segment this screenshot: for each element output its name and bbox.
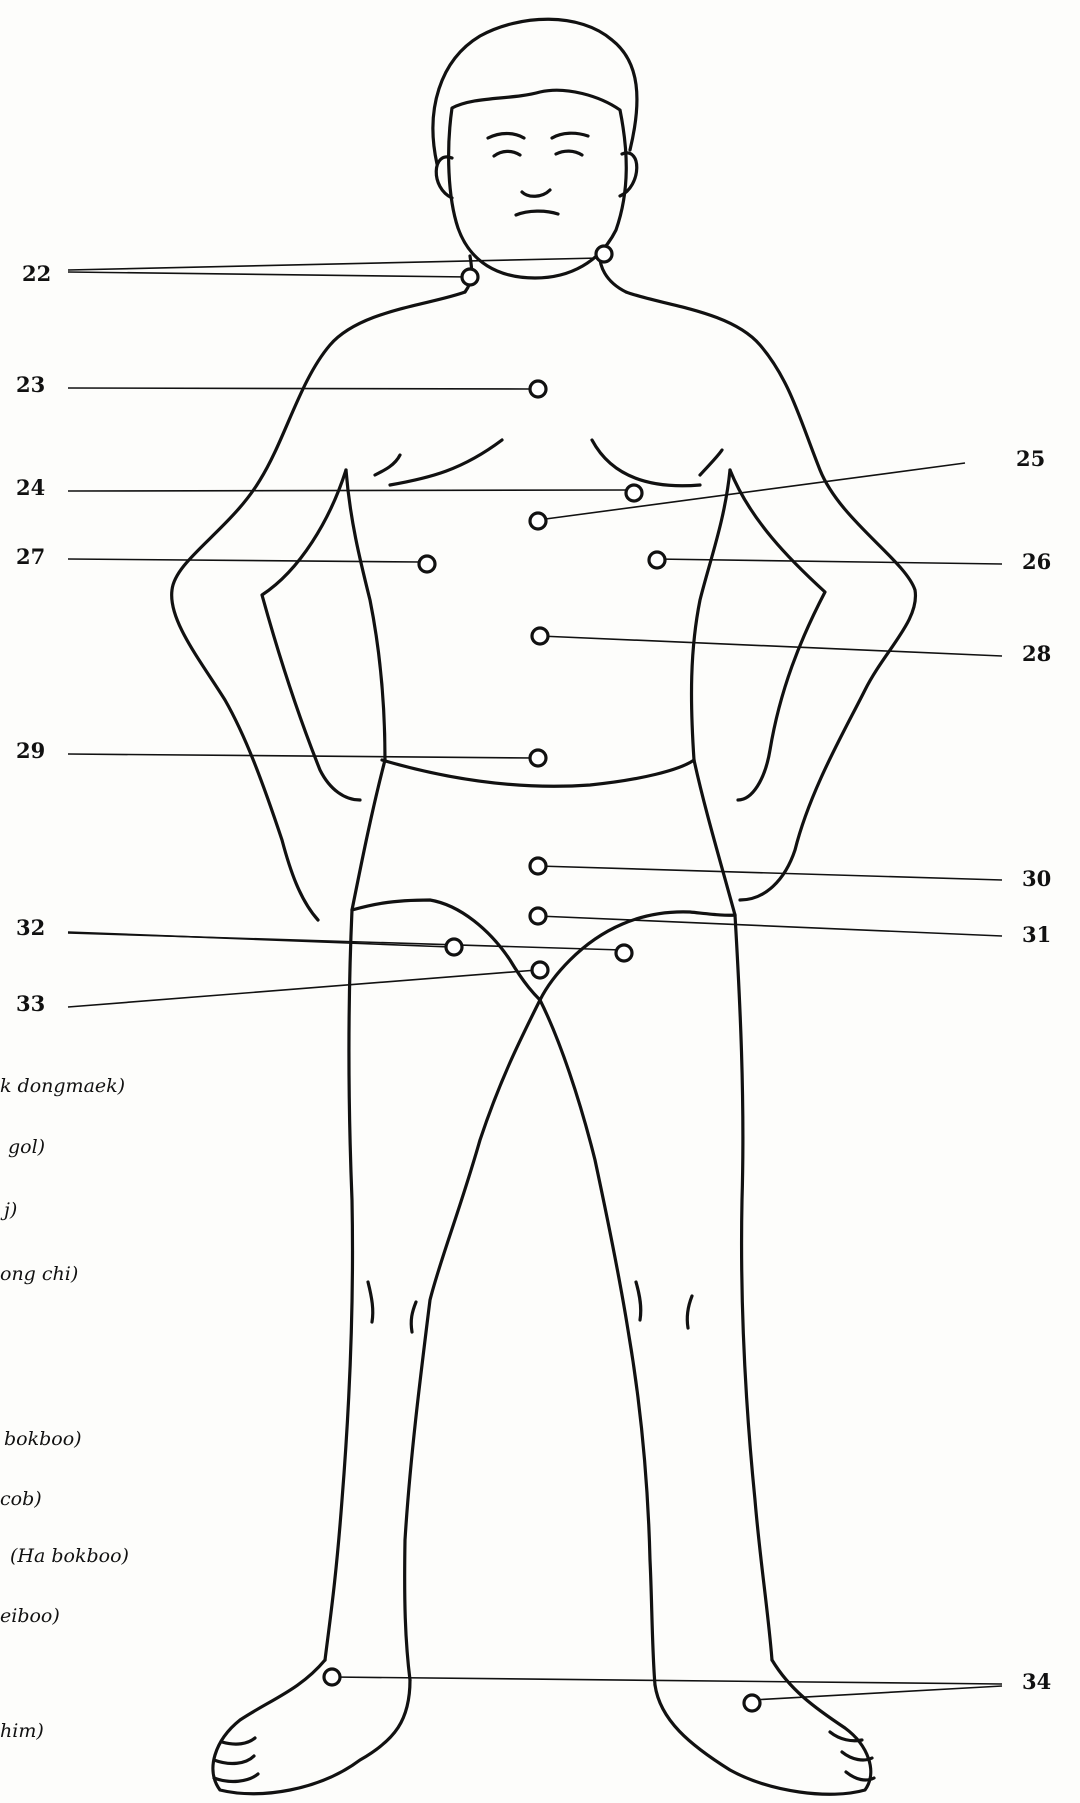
leader-33	[68, 970, 537, 1007]
leader-32b	[68, 933, 622, 950]
label-22: 22	[22, 261, 51, 286]
label-34: 34	[1022, 1669, 1051, 1694]
point-26	[649, 552, 665, 568]
label-26: 26	[1022, 549, 1051, 574]
label-23: 23	[16, 372, 45, 397]
leader-24	[68, 490, 628, 491]
caption-fragments: k dongmaek) gol) j) ong chi) bokboo) cob…	[0, 1075, 129, 1742]
left-leg-inner	[405, 1000, 540, 1680]
right-underarm	[700, 450, 722, 475]
point-24	[626, 485, 642, 501]
leader-22a	[68, 258, 600, 270]
shorts-right	[694, 760, 735, 915]
label-27: 27	[16, 544, 45, 569]
point-33	[532, 962, 548, 978]
right-leg-inner	[540, 1000, 655, 1685]
caption-5: bokboo)	[4, 1428, 82, 1450]
caption-1: k dongmaek)	[0, 1075, 125, 1097]
label-32: 32	[16, 915, 45, 940]
caption-6: cob)	[0, 1488, 42, 1510]
shorts-left	[352, 760, 385, 910]
point-22-right	[596, 246, 612, 262]
caption-8: eiboo)	[0, 1605, 60, 1627]
right-shoulder-arm	[626, 292, 915, 900]
right-eyebrow	[552, 133, 588, 138]
leader-26	[655, 559, 1002, 564]
right-leg-outer	[735, 915, 772, 1660]
caption-4: ong chi)	[0, 1263, 78, 1285]
nose	[522, 190, 550, 196]
leader-29	[68, 754, 534, 758]
leader-lines	[68, 258, 1002, 1700]
leader-22b	[68, 272, 470, 277]
left-leg-outer	[325, 910, 353, 1660]
leader-34a	[332, 1677, 1002, 1684]
point-32-left	[446, 939, 462, 955]
label-24: 24	[16, 475, 45, 500]
label-28: 28	[1022, 641, 1051, 666]
leader-27	[68, 559, 420, 562]
point-30	[530, 858, 546, 874]
torso-right	[692, 470, 730, 760]
point-28	[532, 628, 548, 644]
leader-31	[538, 916, 1002, 936]
leader-28	[540, 636, 1002, 656]
left-eyebrow	[488, 134, 524, 139]
right-inner-arm	[730, 470, 825, 800]
point-31	[530, 908, 546, 924]
label-33: 33	[16, 991, 45, 1016]
left-knee-mark-1	[368, 1282, 373, 1322]
leader-34b	[752, 1686, 1002, 1700]
right-knee-mark-2	[687, 1296, 692, 1328]
label-29: 29	[16, 738, 45, 763]
body-outline	[172, 19, 916, 1794]
left-inner-arm	[262, 470, 360, 800]
point-34-right	[744, 1695, 760, 1711]
point-29	[530, 750, 546, 766]
right-knee-mark-1	[636, 1282, 641, 1320]
point-32-right	[616, 945, 632, 961]
left-eye	[494, 151, 520, 156]
caption-3: j)	[0, 1199, 17, 1221]
label-30: 30	[1022, 866, 1051, 891]
left-foot	[213, 1660, 410, 1794]
left-underarm	[375, 455, 400, 475]
point-25	[530, 513, 546, 529]
right-eye	[556, 151, 582, 155]
point-22-left	[462, 269, 478, 285]
point-labels: 22 23 24 27 29 32 33 25 26 28 30 31 34	[16, 261, 1051, 1694]
left-knee-mark-2	[411, 1302, 416, 1332]
caption-2: gol)	[8, 1136, 45, 1158]
label-31: 31	[1022, 922, 1051, 947]
left-pectoral	[390, 440, 502, 485]
torso-left	[346, 470, 385, 760]
mouth	[516, 211, 558, 215]
label-25: 25	[1016, 446, 1045, 471]
right-ear	[620, 153, 637, 196]
point-27	[419, 556, 435, 572]
point-23	[530, 381, 546, 397]
point-34-left	[324, 1669, 340, 1685]
left-shoulder-arm	[172, 292, 465, 920]
right-pectoral	[592, 440, 700, 486]
leader-23	[68, 388, 530, 389]
caption-9: him)	[0, 1720, 44, 1742]
caption-7: (Ha bokboo)	[10, 1545, 129, 1567]
leader-30	[538, 866, 1002, 880]
